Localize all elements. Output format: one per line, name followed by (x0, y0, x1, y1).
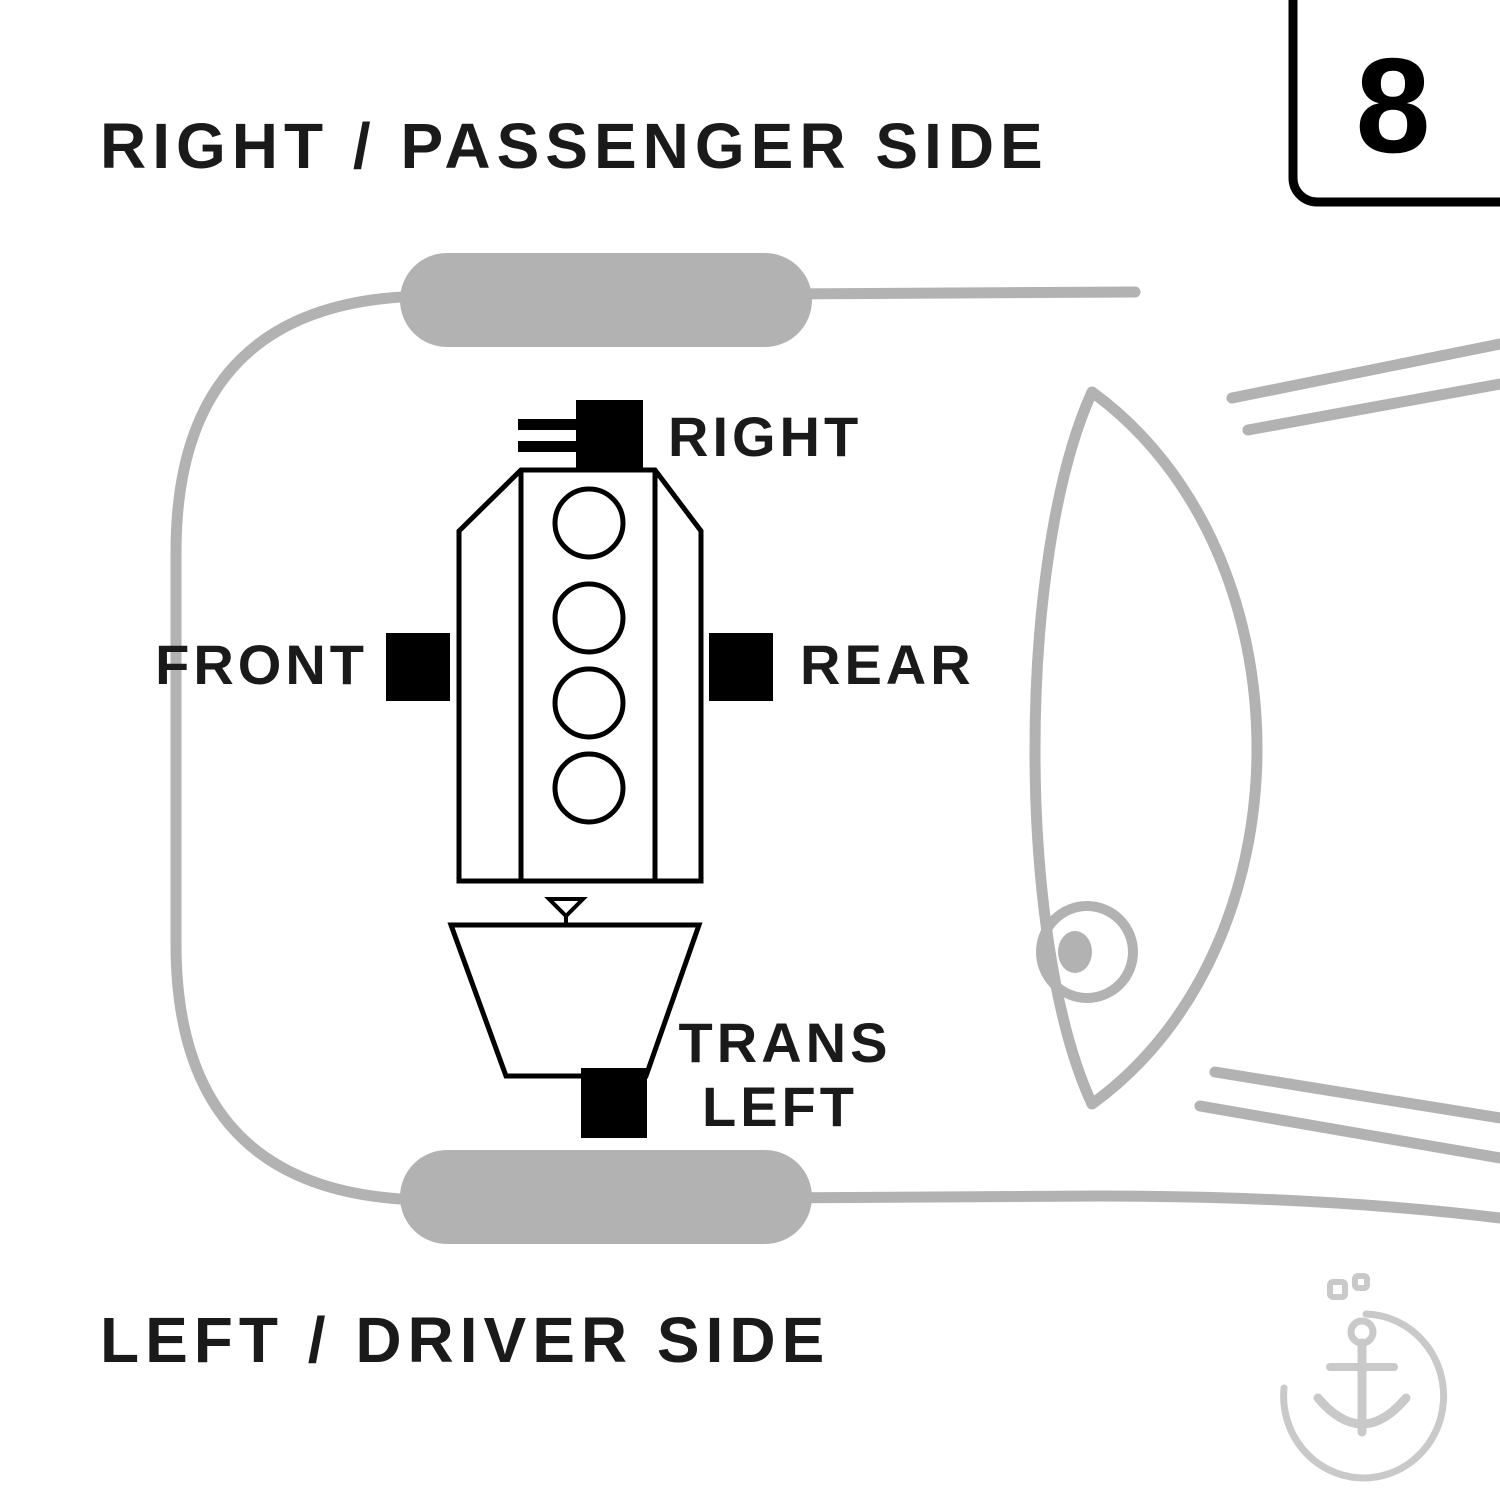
passenger-side-tire (400, 253, 812, 347)
cylinder-2 (552, 581, 626, 655)
page-number: 8 (1355, 30, 1430, 181)
watermark-block-1 (1327, 1279, 1348, 1300)
car-rear-pillar-top-inner (1242, 378, 1500, 436)
trans-left-mount-block (581, 1068, 647, 1138)
watermark-block-2 (1352, 1273, 1370, 1291)
driver-side-tire (400, 1150, 812, 1244)
steering-wheel-hub (1058, 931, 1092, 973)
anchor-flukes-icon (1313, 1393, 1411, 1429)
car-rear-pillar-bottom-outer (1194, 1100, 1500, 1164)
car-bottom-body-line (426, 1190, 1500, 1224)
transmission-body (447, 922, 703, 1079)
right-mount-label: RIGHT (668, 405, 862, 468)
trans-left-mount-label-line2: LEFT (702, 1075, 858, 1138)
rear-mount-block (709, 633, 773, 701)
brand-watermark-anchor-logo (1280, 1273, 1448, 1482)
watermark-orbit-icon (1280, 1310, 1448, 1482)
car-windshield (1029, 386, 1263, 1110)
top-side-title: RIGHT / PASSENGER SIDE (100, 110, 1049, 182)
car-front-outline (170, 290, 438, 1206)
bottom-side-title: LEFT / DRIVER SIDE (100, 1304, 830, 1376)
rear-mount-label: REAR (800, 633, 975, 696)
car-rear-pillar-bottom-inner (1209, 1066, 1500, 1124)
steering-wheel (1036, 901, 1138, 1003)
top-mount-prong-lower (518, 441, 578, 452)
funnel-symbol (544, 897, 588, 924)
front-mount-label: FRONT (155, 633, 368, 696)
page-number-border (1288, 0, 1500, 207)
right-mount-block (576, 400, 643, 472)
top-mount-prong-upper (518, 419, 578, 430)
car-outline-group (170, 253, 1500, 1244)
cylinder-4 (552, 751, 626, 825)
front-mount-block (386, 633, 450, 701)
cylinder-1 (552, 486, 626, 560)
page-number-box: 8 (1288, 0, 1500, 207)
trans-left-mount-label-line1: TRANS (679, 1011, 892, 1074)
cylinder-3 (552, 666, 626, 740)
car-rear-pillar-top-outer (1226, 338, 1500, 404)
engine-group (386, 400, 773, 1138)
